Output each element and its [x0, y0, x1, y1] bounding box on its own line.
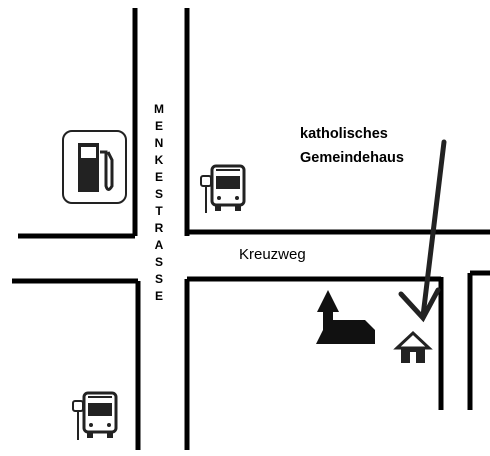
menkestrasse-label: M E N K E S T R A S S E — [150, 101, 168, 305]
gas-station-icon — [62, 130, 127, 204]
street-letter: S — [154, 255, 163, 269]
street-letter: E — [154, 170, 163, 184]
street-letter: T — [155, 204, 163, 218]
church-icon — [316, 290, 375, 344]
street-letter: K — [154, 153, 164, 167]
street-letter: M — [154, 102, 164, 116]
street-letter: E — [154, 289, 163, 303]
street-letter: E — [154, 119, 163, 133]
house-icon — [393, 330, 433, 363]
bus-stop-icon — [200, 164, 246, 213]
street-letter: S — [154, 272, 163, 286]
arrow-icon — [398, 139, 447, 323]
street-letter: A — [154, 238, 164, 252]
bus-stop-icon — [72, 391, 118, 440]
street-letter: N — [154, 136, 164, 150]
street-letter: R — [154, 221, 164, 235]
road-lines — [12, 8, 490, 450]
gemeindehaus-line2: Gemeindehaus — [300, 150, 404, 166]
kreuzweg-label: Kreuzweg — [239, 246, 306, 263]
gemeindehaus-line1: katholisches — [300, 126, 388, 142]
street-letter: S — [154, 187, 163, 201]
gemeindehaus-label: katholisches Gemeindehaus — [300, 122, 404, 170]
